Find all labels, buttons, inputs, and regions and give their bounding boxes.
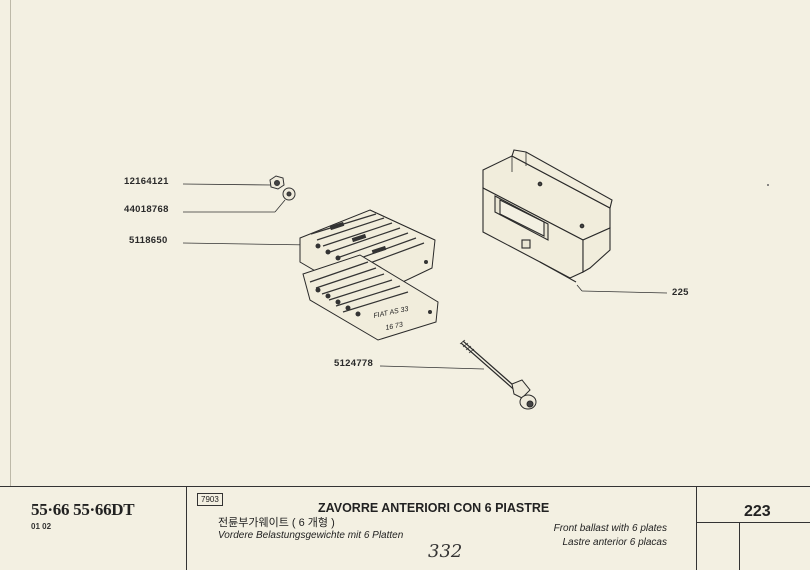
footer-divider-right: [696, 486, 697, 570]
part-number-p3: 5118650: [129, 235, 168, 246]
footer-divider-page: [739, 522, 740, 570]
speck-dot: [767, 184, 769, 186]
ballast-plates-icon: [299, 209, 439, 341]
title-german: Vordere Belastungsgewichte mit 6 Platten: [218, 530, 404, 541]
washer-icon: [282, 187, 296, 201]
leader-line-p1: [182, 183, 273, 186]
part-number-p1: 12164121: [124, 176, 169, 187]
title-english: Front ballast with 6 plates: [553, 523, 667, 534]
part-number-p5: 225: [672, 287, 689, 298]
title-korean: 전륜부가웨이트 ( 6 개형 ): [218, 517, 335, 529]
model-codes: 01 02: [31, 522, 52, 531]
nut-icon: [269, 175, 285, 190]
leader-line-p2-b: [274, 199, 286, 213]
model-title: 55·66 55·66DT: [31, 500, 135, 519]
title-italian: ZAVORRE ANTERIORI CON 6 PIASTRE: [318, 501, 550, 515]
leader-line-p5: [576, 284, 583, 292]
lower-plate-ribs: [309, 261, 409, 313]
handwritten-note: 332: [428, 541, 463, 562]
exploded-view-drawing: FIAT AS 33 16 73: [182, 149, 769, 410]
leader-line-p3: [182, 242, 313, 246]
footer-page-cell-divider: [696, 522, 810, 523]
page-number: 223: [744, 503, 771, 520]
page-edge: [10, 0, 11, 486]
lower-plate-holes: [315, 287, 432, 317]
leader-line-p4: [379, 365, 485, 370]
leader-line-p5-b: [581, 290, 668, 294]
footer-top-border: [0, 486, 810, 487]
group-code-box: 7903: [197, 493, 223, 506]
footer-divider-left: [186, 486, 187, 570]
upper-plate-ribs: [310, 213, 425, 271]
front-support-icon: [482, 149, 613, 283]
title-spanish: Lastre anterior 6 placas: [562, 537, 667, 548]
part-number-p4: 5124778: [334, 358, 374, 369]
casting-mark-line2: 16 73: [385, 321, 404, 332]
title-block: [0, 486, 810, 570]
tie-rod-icon: [459, 339, 537, 410]
part-number-p2: 44018768: [124, 204, 169, 215]
